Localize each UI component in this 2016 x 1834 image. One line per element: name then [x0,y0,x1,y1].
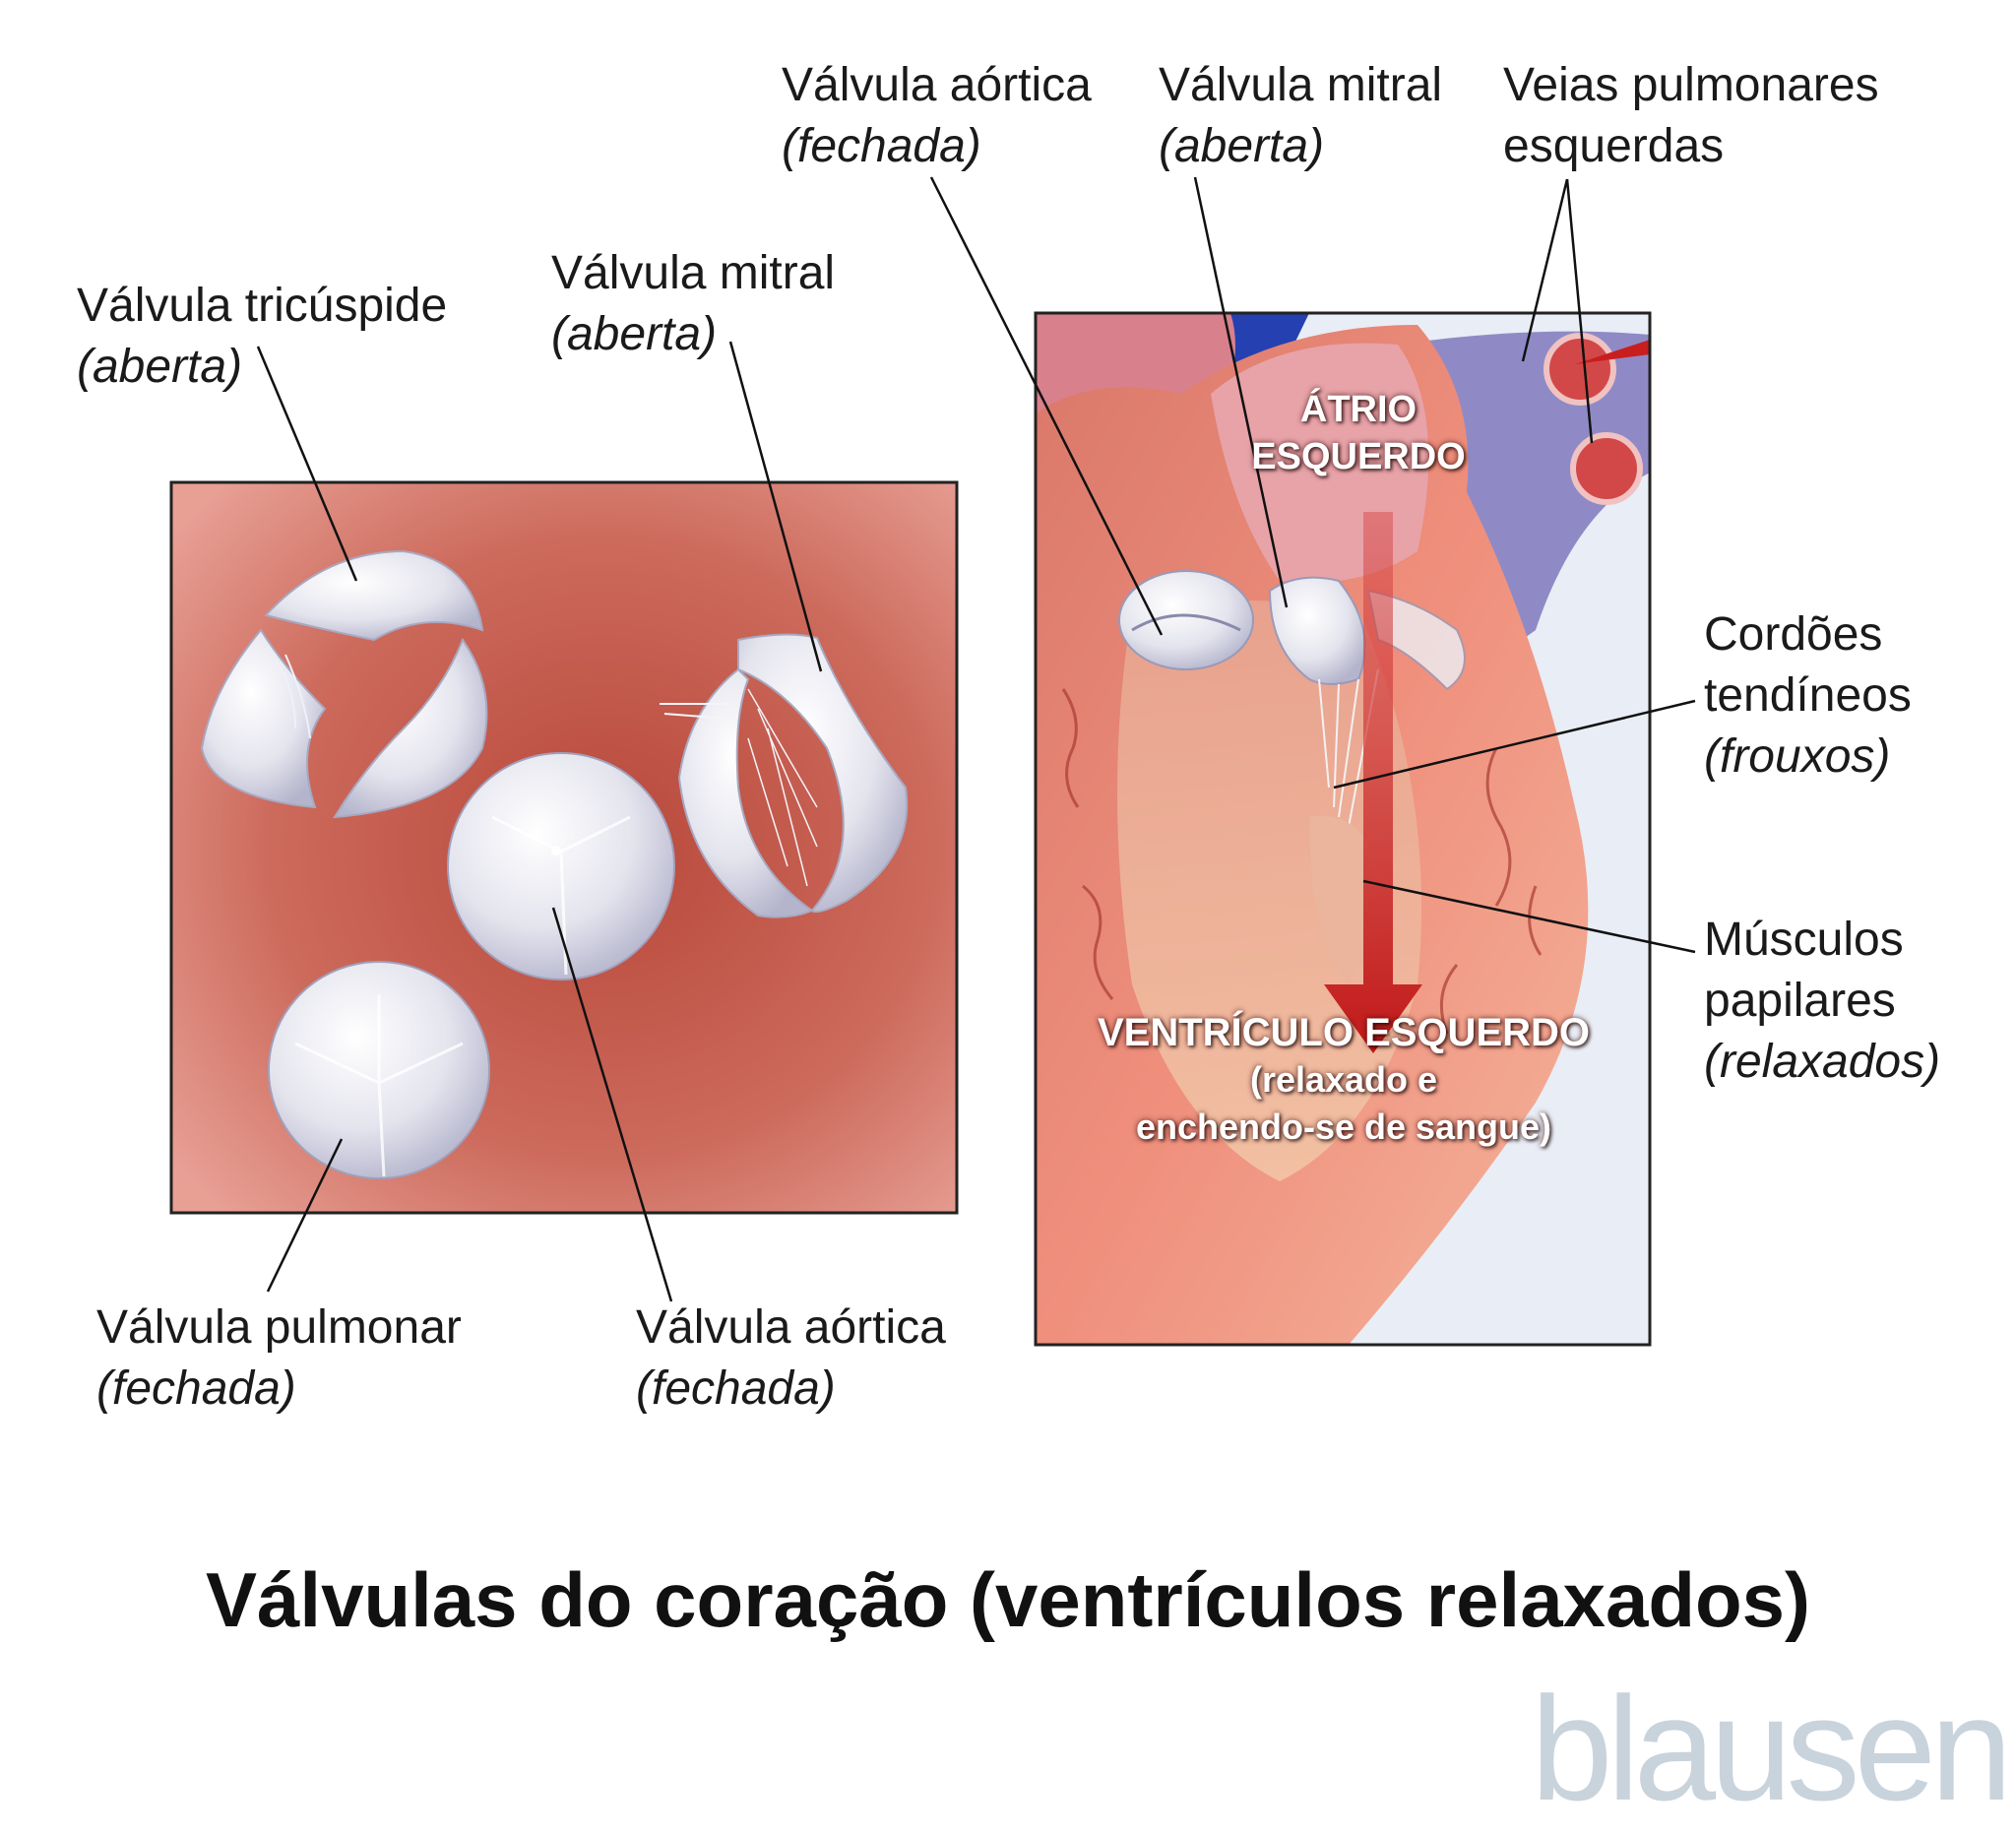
veins-line1: Veias pulmonares [1503,59,1879,111]
veins-line2: esquerdas [1503,120,1725,172]
mitral-left-state: (aberta) [551,308,718,360]
papillary-state: (relaxados) [1704,1036,1941,1088]
mitral-left-name: Válvula mitral [551,247,836,299]
chordae-line2: tendíneos [1704,669,1912,722]
ventricle-line2: (relaxado e [1249,1059,1438,1100]
aortic-left-name: Válvula aórtica [636,1301,946,1354]
ventricle-line3: enchendo-se de sangue) [1135,1107,1552,1147]
label-pulmonary-valve: Válvula pulmonar (fechada) [96,1297,462,1420]
label-aortic-valve-right: Válvula aórtica (fechada) [782,55,1092,177]
blausen-logo: blausen [1531,1666,2012,1831]
papillary-line2: papilares [1704,975,1896,1027]
pulmonary-valve-shape [268,961,490,1179]
leader-lines [256,176,1696,1302]
label-mitral-valve-right: Válvula mitral (aberta) [1159,55,1442,177]
aortic-right-name: Válvula aórtica [782,59,1092,111]
aortic-valve-shape [447,752,675,980]
tricuspid-state: (aberta) [77,341,243,393]
pulmonary-state: (fechada) [96,1362,296,1415]
aortic-right-state: (fechada) [782,120,981,172]
papillary-line1: Músculos [1704,914,1904,966]
label-chordae: Cordões tendíneos (frouxos) [1704,604,1912,788]
left-valve-panel [169,480,959,1215]
atrium-label: ÁTRIO ESQUERDO [1211,386,1506,480]
label-pulmonary-veins: Veias pulmonares esquerdas [1503,55,1879,177]
chordae-line1: Cordões [1704,608,1883,661]
ventricle-label: VENTRÍCULO ESQUERDO (relaxado e enchendo… [1043,1009,1644,1151]
tricuspid-valve-shape [200,549,488,819]
pulmonary-name: Válvula pulmonar [96,1301,462,1354]
mitral-valve-shape [660,633,909,918]
mitral-right-name: Válvula mitral [1159,59,1443,111]
diagram-title: Válvulas do coração (ventrículos relaxad… [206,1556,1810,1643]
ventricle-line1: VENTRÍCULO ESQUERDO [1097,1011,1591,1054]
label-tricuspid-valve: Válvula tricúspide (aberta) [77,276,447,398]
label-papillary: Músculos papilares (relaxados) [1704,910,1940,1093]
aortic-left-state: (fechada) [636,1362,836,1415]
label-mitral-valve-left: Válvula mitral (aberta) [551,243,835,365]
chordae-state: (frouxos) [1704,730,1891,783]
atrium-line1: ÁTRIO [1299,389,1418,430]
tricuspid-name: Válvula tricúspide [77,280,448,332]
atrium-line2: ESQUERDO [1251,436,1466,477]
label-aortic-valve-left: Válvula aórtica (fechada) [636,1297,946,1420]
right-heart-panel [1034,311,1652,1347]
mitral-right-state: (aberta) [1159,120,1325,172]
